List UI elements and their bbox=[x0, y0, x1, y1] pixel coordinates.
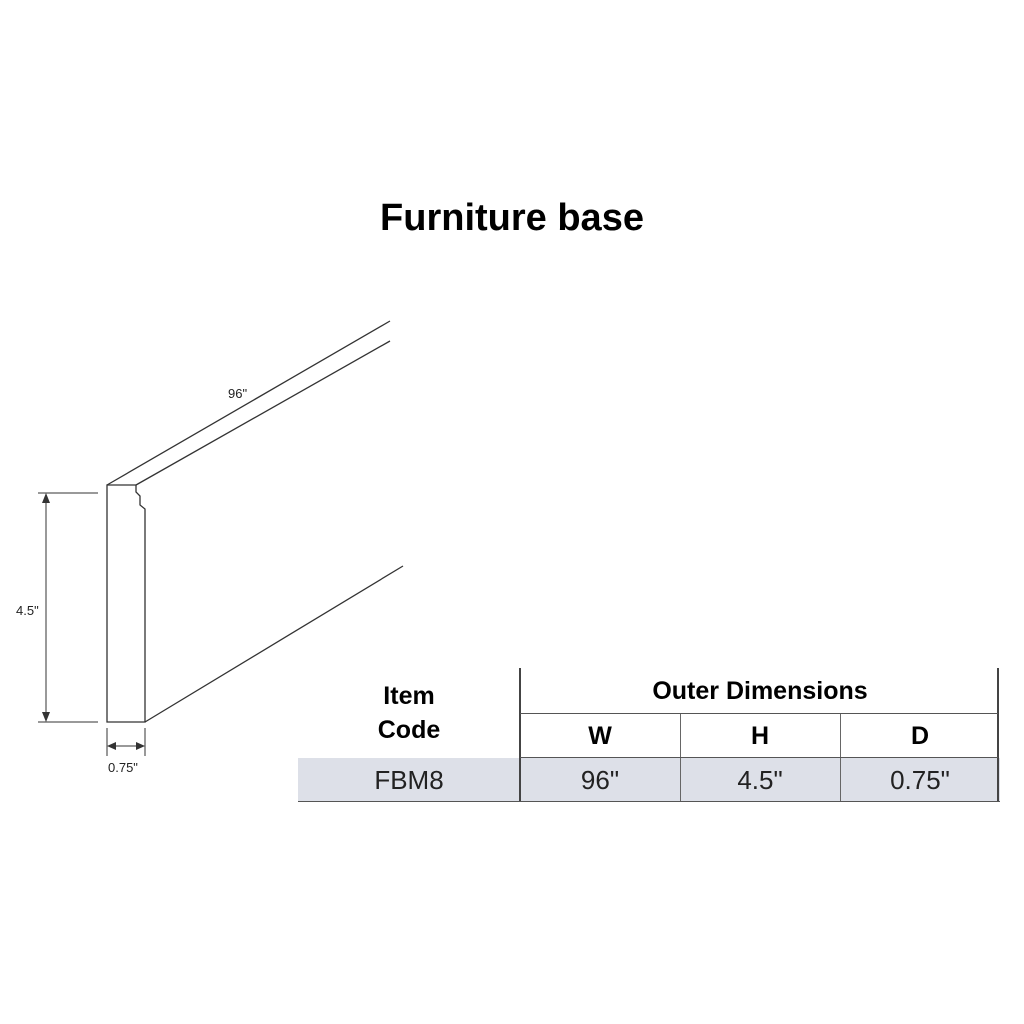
depth-arrow-left bbox=[107, 742, 116, 750]
divider-h-d bbox=[840, 714, 841, 802]
length-label: 96" bbox=[228, 386, 247, 401]
top-front-edge bbox=[135, 340, 391, 486]
bottom-edge bbox=[144, 565, 404, 723]
column-header-w: W bbox=[588, 722, 612, 750]
table-row-h: 4.5" bbox=[680, 758, 840, 802]
divider-code bbox=[519, 668, 521, 802]
item-code-header: Item Code bbox=[377, 682, 441, 744]
depth-label: 0.75" bbox=[108, 760, 138, 775]
height-arrow-bottom bbox=[42, 712, 50, 722]
height-arrow-top bbox=[42, 493, 50, 503]
table-row-d: 0.75" bbox=[840, 758, 1000, 802]
divider-right bbox=[997, 668, 999, 802]
table-row-code: FBM8 bbox=[298, 758, 520, 802]
dimensions-table: Item Code Outer Dimensions W H D FBM8 96… bbox=[298, 668, 1000, 802]
column-header-h: H bbox=[750, 722, 770, 750]
divider-table-bottom bbox=[298, 801, 1000, 802]
top-back-edge bbox=[106, 320, 391, 486]
outer-dimensions-header: Outer Dimensions bbox=[652, 677, 868, 705]
height-label: 4.5" bbox=[16, 603, 39, 618]
table-row-w: 96" bbox=[520, 758, 680, 802]
divider-w-h bbox=[680, 714, 681, 802]
column-header-d: D bbox=[910, 722, 930, 750]
page-title: Furniture base bbox=[380, 197, 644, 239]
base-profile bbox=[106, 484, 146, 723]
depth-arrow-right bbox=[136, 742, 145, 750]
divider-subheader bbox=[520, 713, 998, 714]
divider-header-bottom bbox=[520, 757, 998, 758]
